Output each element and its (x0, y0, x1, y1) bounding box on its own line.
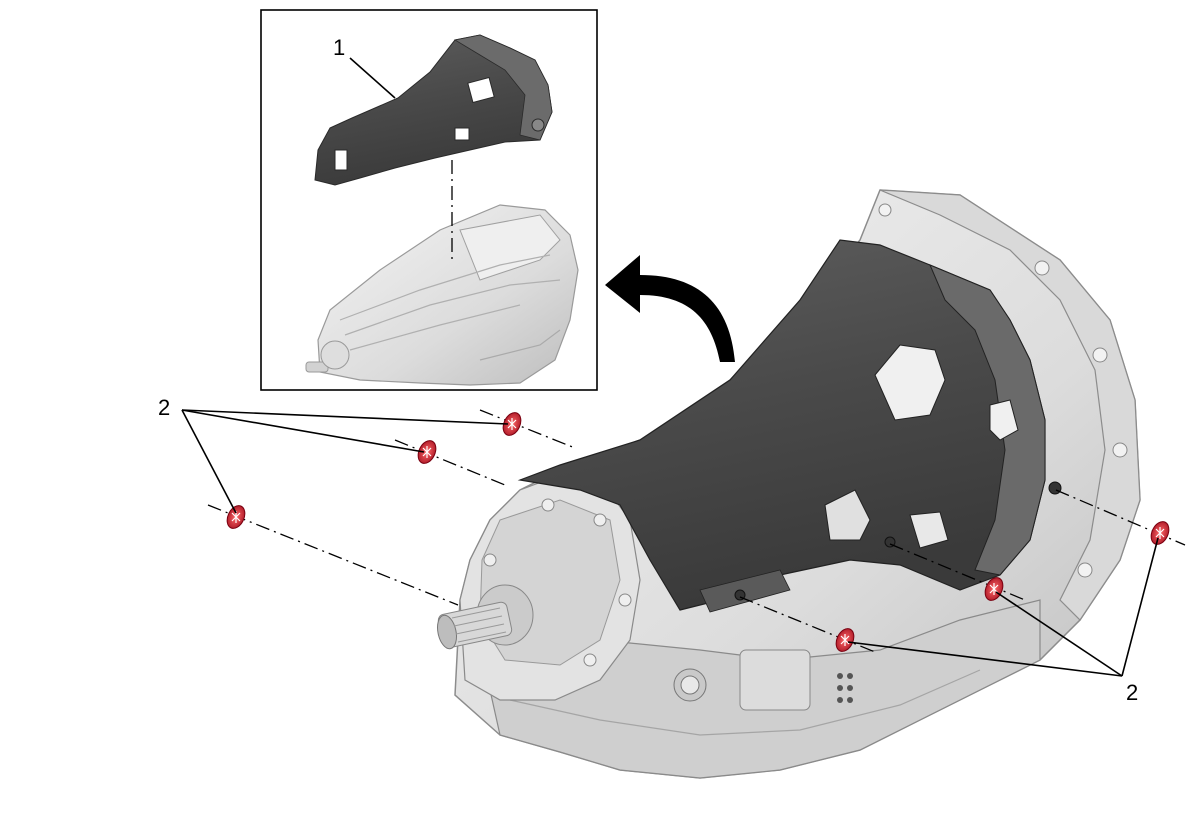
callout-2-right: 2 (847, 537, 1159, 705)
inset-transmission (305, 204, 579, 386)
inset-cover (314, 34, 553, 186)
push-pin-fastener-icon (835, 628, 855, 652)
callout-2-left: 2 (158, 395, 509, 514)
transmission-assembly (437, 189, 1141, 779)
callout-1-label: 1 (333, 35, 345, 60)
detail-inset: 1 (260, 9, 598, 391)
callout-1-leader (349, 57, 396, 99)
curved-arrow-icon (605, 255, 735, 362)
push-pin-fastener-icon (417, 440, 437, 464)
push-pin-fastener-icon (226, 505, 246, 529)
callout-2-right-label: 2 (1126, 680, 1138, 705)
fasteners (226, 412, 1170, 652)
callout-2-left-label: 2 (158, 395, 170, 420)
push-pin-fastener-icon (1150, 521, 1170, 545)
push-pin-fastener-icon (502, 412, 522, 436)
